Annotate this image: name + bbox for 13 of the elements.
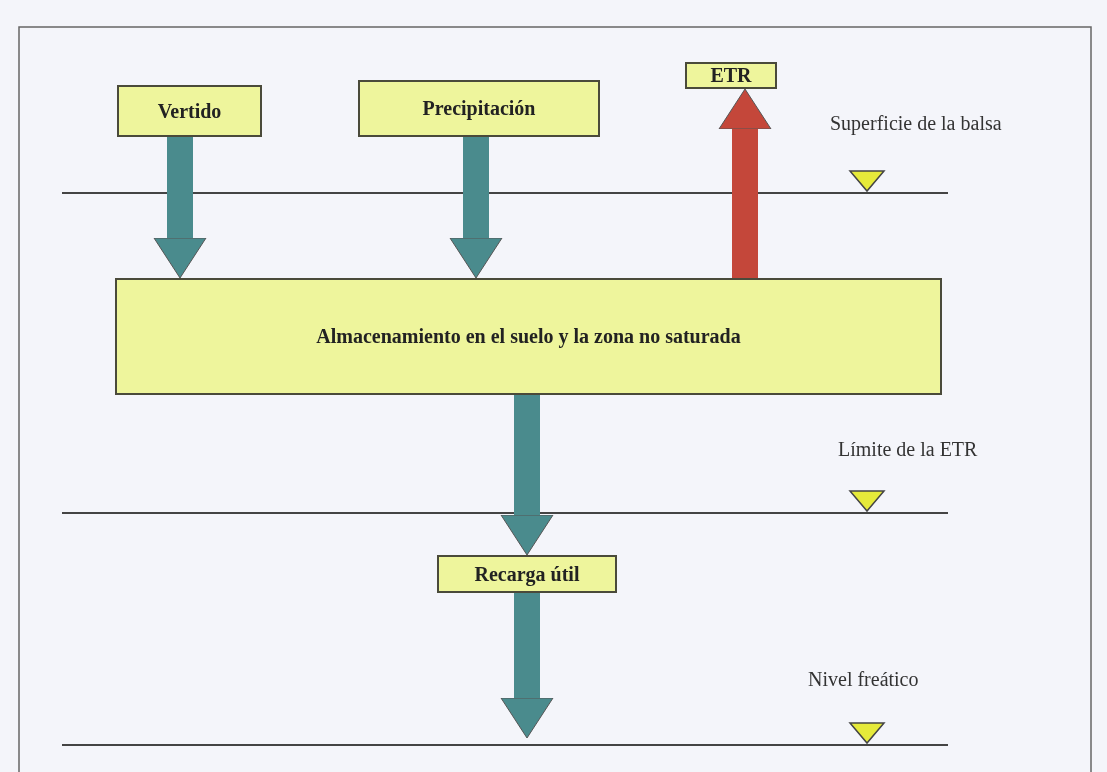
arrow — [500, 395, 554, 556]
arrow — [449, 137, 503, 279]
process-box: Recarga útil — [437, 555, 617, 593]
process-box: Almacenamiento en el suelo y la zona no saturada — [115, 278, 942, 395]
arrow — [500, 593, 554, 739]
arrow — [153, 137, 207, 279]
level-label: Límite de la ETR — [838, 438, 978, 461]
process-box: Precipitación — [358, 80, 600, 137]
level-label: Superficie de la balsa — [830, 112, 1002, 135]
arrow — [718, 88, 772, 278]
process-box: ETR — [685, 62, 777, 89]
process-box: Vertido — [117, 85, 262, 137]
level-label: Nivel freático — [808, 668, 919, 691]
